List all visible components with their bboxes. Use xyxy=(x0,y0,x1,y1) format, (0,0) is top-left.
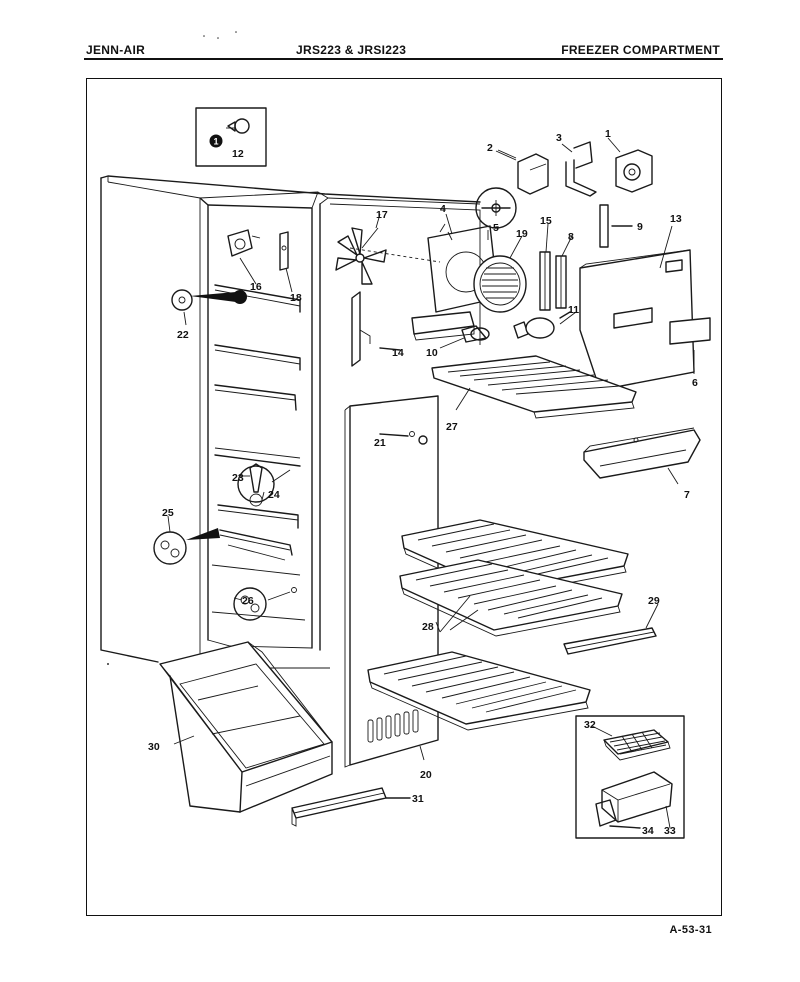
callout-12: 12 xyxy=(232,148,244,160)
callout-11: 11 xyxy=(568,304,579,316)
callout-13: 13 xyxy=(670,213,682,225)
callout-7: 7 xyxy=(684,489,690,501)
part-2-bracket xyxy=(497,149,549,195)
part-15-channel xyxy=(539,251,551,311)
callout-32: 32 xyxy=(584,719,596,731)
leader-lines xyxy=(167,137,695,829)
part-5-motor-mount xyxy=(475,187,517,240)
part-22-knob xyxy=(171,289,247,311)
part-20-evaporator-cover xyxy=(344,395,439,768)
callout-34: 34 xyxy=(642,825,654,837)
callout-19: 19 xyxy=(516,228,528,240)
model-label: JRS223 & JRSI223 xyxy=(296,43,407,57)
part-7-door-shelf-bin xyxy=(583,427,701,479)
part-27-wire-shelf xyxy=(431,355,637,419)
inset-marker: 1 xyxy=(213,137,218,147)
callout-8: 8 xyxy=(568,231,574,243)
callout-4: 4 xyxy=(440,203,446,215)
callout-21: 21 xyxy=(374,437,386,449)
callout-23: 23 xyxy=(232,472,244,484)
callout-6: 6 xyxy=(692,377,698,389)
callout-9: 9 xyxy=(637,221,643,233)
part-14-bracket xyxy=(351,291,401,367)
callout-22: 22 xyxy=(177,329,189,341)
part-12-inset: 1 xyxy=(195,107,267,167)
header-rule xyxy=(84,58,723,60)
brand-label: JENN-AIR xyxy=(86,43,146,57)
callout-15: 15 xyxy=(540,215,552,227)
part-29-trim-strip xyxy=(563,627,657,655)
section-title: FREEZER COMPARTMENT xyxy=(561,43,720,57)
callout-17: 17 xyxy=(376,209,388,221)
part-13-control-cover xyxy=(579,249,711,391)
part-18-bracket xyxy=(279,231,289,271)
callout-10: 10 xyxy=(426,347,438,359)
part-1-light-shield xyxy=(615,149,653,193)
callout-33: 33 xyxy=(664,825,676,837)
callout-3: 3 xyxy=(556,132,562,144)
callout-28: 28 xyxy=(422,621,434,633)
callout-18: 18 xyxy=(290,292,302,304)
callout-2: 2 xyxy=(487,142,493,154)
part-28-shelf-upper xyxy=(401,519,629,597)
part-6-label-plate xyxy=(669,317,711,345)
callout-30: 30 xyxy=(148,741,160,753)
page-code: A-53-31 xyxy=(669,924,712,936)
part-11-light-bulb xyxy=(513,311,571,339)
part-8-channel xyxy=(555,255,567,309)
callout-5: 5 xyxy=(493,222,499,234)
part-17-fan-blade xyxy=(335,227,387,285)
part-16-thermostat xyxy=(227,229,261,257)
callout-20: 20 xyxy=(420,769,432,781)
callout-26: 26 xyxy=(242,595,254,607)
callout-29: 29 xyxy=(648,595,660,607)
part-28-shelf-lower xyxy=(367,651,591,731)
part-10-light-socket xyxy=(411,311,490,343)
part-30-freezer-basket xyxy=(159,641,333,813)
callout-24: 24 xyxy=(268,489,280,501)
ice-tray-inset xyxy=(575,715,685,839)
part-31-trim-strip xyxy=(291,787,411,827)
callout-27: 27 xyxy=(446,421,458,433)
part-4-fan-bracket xyxy=(427,223,527,313)
callout-31: 31 xyxy=(412,793,424,805)
callout-1: 1 xyxy=(605,128,611,140)
part-28-shelf-middle xyxy=(399,559,623,637)
callout-16: 16 xyxy=(250,281,262,293)
part-9-gasket-strip xyxy=(599,204,633,248)
diagram-frame xyxy=(86,78,722,916)
part-25-plugs xyxy=(153,528,220,565)
callout-labels: 1 2 3 4 5 6 7 8 9 10 11 12 13 14 15 16 1… xyxy=(148,128,698,837)
part-3-bracket xyxy=(565,141,597,197)
part-23-24-fasteners xyxy=(237,463,291,507)
callout-14: 14 xyxy=(392,347,404,359)
callout-25: 25 xyxy=(162,507,174,519)
